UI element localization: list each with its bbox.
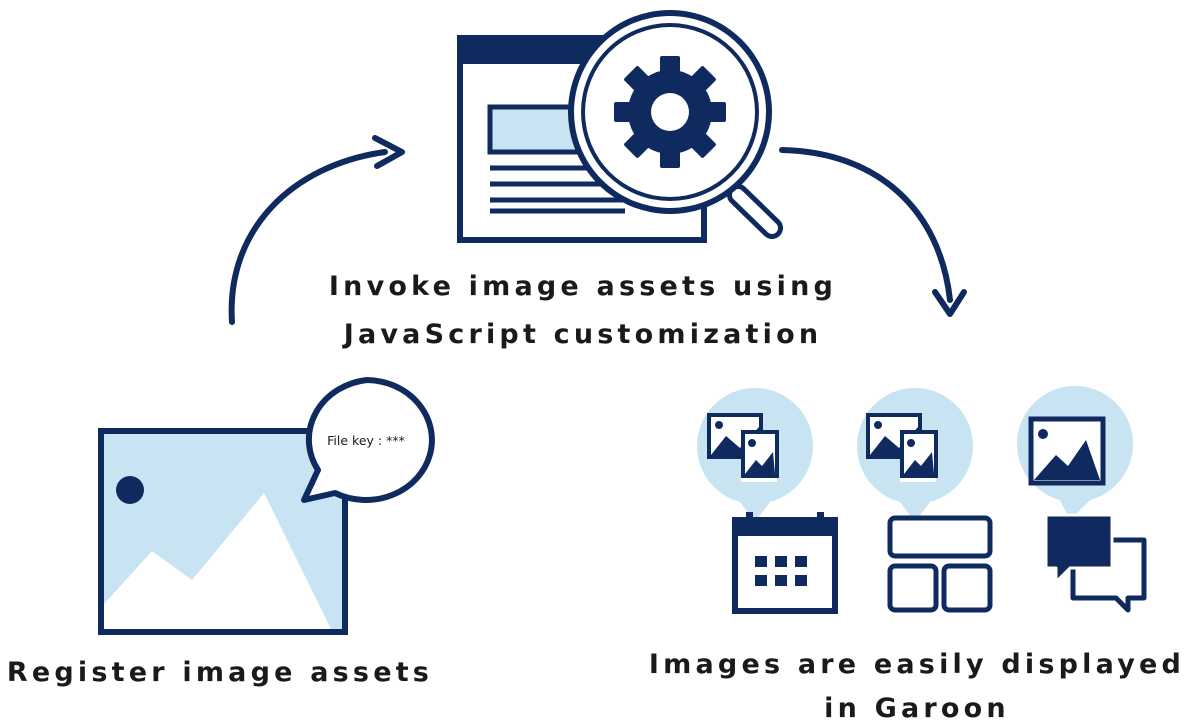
- register-caption: Register image assets: [7, 657, 433, 688]
- portal-layout-icon: [887, 515, 993, 613]
- invoke-caption-line2: JavaScript customization: [342, 319, 823, 350]
- stacked-images-icon: [707, 413, 779, 482]
- image-bubble-3: [1017, 385, 1133, 520]
- stacked-images-icon: [866, 413, 938, 482]
- speech-balloon-icon: [301, 377, 435, 503]
- chat-icon: [1044, 513, 1147, 613]
- arrow-invoke-to-display: [779, 147, 967, 317]
- file-key-label: File key : ***: [327, 433, 405, 448]
- display-caption-line2: in Garoon: [824, 693, 1010, 724]
- display-caption-line1: Images are easily displayed: [649, 649, 1185, 680]
- image-asset-icon: [98, 428, 348, 635]
- gear-icon: [614, 56, 726, 168]
- image-bubble-1: [696, 387, 813, 522]
- single-image-icon: [1028, 416, 1106, 486]
- invoke-caption-line1: Invoke image assets using: [329, 271, 837, 302]
- arrow-register-to-invoke: [228, 135, 405, 325]
- image-bubble-2: [856, 387, 974, 522]
- calendar-icon: [732, 512, 838, 614]
